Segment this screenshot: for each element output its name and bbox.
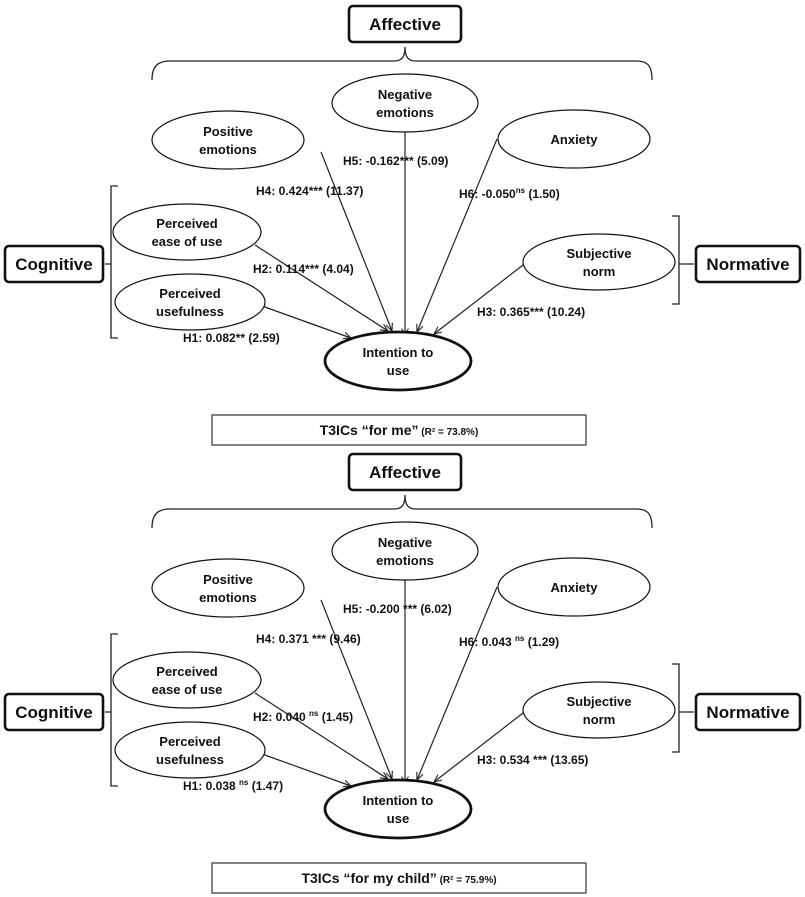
group-cognitive-label: Cognitive <box>15 255 92 274</box>
node-intention-label: use <box>387 363 409 378</box>
path-label-h2: H2: 0.040 ns (1.45) <box>253 709 353 724</box>
path-arrow <box>254 692 388 779</box>
affective-brace <box>151 46 653 81</box>
node-useful-label: usefulness <box>156 752 224 767</box>
caption-label: T3ICs “for my child” (R² = 75.9%) <box>301 870 496 886</box>
node-subjective-label: Subjective <box>566 694 631 709</box>
node-negative-label: emotions <box>376 553 434 568</box>
cognitive-bracket <box>105 185 118 339</box>
node-positive-label: emotions <box>199 590 257 605</box>
node-negative-label: Negative <box>378 535 432 550</box>
node-positive: Positive emotions <box>151 110 305 170</box>
path-arrow <box>320 599 392 779</box>
path-label-h6: H6: 0.043 ns (1.29) <box>459 634 559 649</box>
cognitive-bracket <box>105 633 118 787</box>
normative-bracket <box>672 215 694 305</box>
node-useful-label: Perceived <box>159 734 220 749</box>
node-intention: Intention to use <box>323 330 473 392</box>
node-ease: Perceived ease of use <box>112 203 262 261</box>
node-intention-label: Intention to <box>363 345 434 360</box>
node-ease-label: Perceived <box>156 664 217 679</box>
group-affective: Affective <box>347 452 463 492</box>
node-positive-label: Positive <box>203 124 253 139</box>
path-label-h3: H3: 0.365*** (10.24) <box>477 305 585 319</box>
path-arrow <box>434 264 524 334</box>
normative-bracket <box>672 663 694 753</box>
group-normative-label: Normative <box>706 703 789 722</box>
node-negative-label: Negative <box>378 87 432 102</box>
node-anxiety: Anxiety <box>497 557 651 617</box>
group-normative: Normative <box>694 244 802 284</box>
node-negative: Negative emotions <box>331 521 479 581</box>
group-affective-label: Affective <box>369 463 441 482</box>
node-subjective: Subjective norm <box>522 681 676 739</box>
path-label-h4: H4: 0.424*** (11.37) <box>256 184 363 198</box>
group-normative-label: Normative <box>706 255 789 274</box>
node-ease-label: ease of use <box>152 234 223 249</box>
caption-box: T3ICs “for my child” (R² = 75.9%) <box>211 862 587 894</box>
group-cognitive: Cognitive <box>3 692 105 732</box>
node-positive-label: Positive <box>203 572 253 587</box>
group-normative: Normative <box>694 692 802 732</box>
path-label-h1: H1: 0.038 ns (1.47) <box>183 778 283 793</box>
node-positive: Positive emotions <box>151 558 305 618</box>
node-ease-label: Perceived <box>156 216 217 231</box>
node-ease-label: ease of use <box>152 682 223 697</box>
node-anxiety: Anxiety <box>497 109 651 169</box>
node-anxiety-label: Anxiety <box>551 580 599 595</box>
node-useful-label: usefulness <box>156 304 224 319</box>
node-negative: Negative emotions <box>331 73 479 133</box>
node-positive-label: emotions <box>199 142 257 157</box>
group-cognitive: Cognitive <box>3 244 105 284</box>
group-cognitive-label: Cognitive <box>15 703 92 722</box>
path-label-h2: H2: 0.114*** (4.04) <box>253 262 354 276</box>
path-arrow <box>417 586 498 780</box>
node-negative-label: emotions <box>376 105 434 120</box>
path-label-h5: H5: -0.200 *** (6.02) <box>343 602 452 616</box>
node-subjective-label: Subjective <box>566 246 631 261</box>
path-arrow <box>261 753 351 786</box>
node-subjective-label: norm <box>583 712 616 727</box>
path-arrow <box>261 305 351 338</box>
path-label-h6: H6: -0.050ns (1.50) <box>459 186 560 201</box>
group-affective: Affective <box>347 4 463 44</box>
path-arrow <box>254 244 388 331</box>
caption-label: T3ICs “for me” (R² = 73.8%) <box>320 422 479 438</box>
group-affective-label: Affective <box>369 15 441 34</box>
affective-brace <box>151 494 653 529</box>
path-arrow <box>434 712 524 782</box>
path-label-h5: H5: -0.162*** (5.09) <box>343 154 448 168</box>
node-intention: Intention to use <box>323 778 473 840</box>
node-ease: Perceived ease of use <box>112 651 262 709</box>
node-useful-label: Perceived <box>159 286 220 301</box>
node-anxiety-label: Anxiety <box>551 132 599 147</box>
path-label-h3: H3: 0.534 *** (13.65) <box>477 753 588 767</box>
path-label-h1: H1: 0.082** (2.59) <box>183 331 280 345</box>
caption-box: T3ICs “for me” (R² = 73.8%) <box>211 414 587 446</box>
path-label-h4: H4: 0.371 *** (9.46) <box>256 632 361 646</box>
path-arrow <box>417 138 498 332</box>
node-subjective-label: norm <box>583 264 616 279</box>
node-useful: Perceived usefulness <box>114 721 266 779</box>
path-arrow <box>320 151 392 331</box>
node-intention-label: use <box>387 811 409 826</box>
node-useful: Perceived usefulness <box>114 273 266 331</box>
node-subjective: Subjective norm <box>522 233 676 291</box>
node-intention-label: Intention to <box>363 793 434 808</box>
